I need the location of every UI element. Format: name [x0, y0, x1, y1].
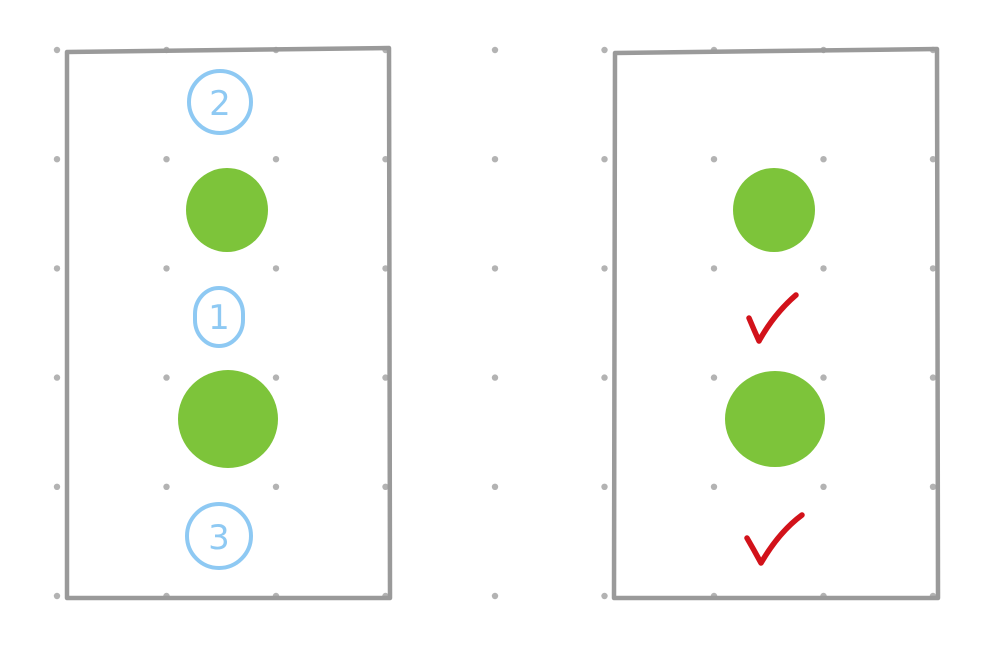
grid-dot	[601, 483, 608, 490]
green-dot-icon	[725, 371, 825, 467]
left-panel-frame	[64, 45, 393, 601]
grid-dot	[163, 374, 170, 381]
grid-dot	[601, 592, 608, 600]
circled-label-2: 2	[187, 69, 253, 135]
grid-dot	[491, 156, 499, 163]
grid-dot	[163, 483, 170, 490]
grid-dot	[710, 483, 718, 490]
right-panel-frame	[611, 46, 941, 601]
circled-label-3: 3	[185, 502, 253, 570]
grid-dot	[601, 265, 608, 272]
grid-dot	[601, 156, 608, 163]
grid-dot	[820, 483, 827, 490]
grid-dot	[382, 483, 389, 490]
grid-dot	[601, 374, 608, 381]
grid-dot	[820, 265, 827, 272]
grid-dot	[53, 374, 61, 381]
grid-dot	[163, 156, 170, 163]
grid-dot	[53, 46, 61, 54]
checkmark-icon	[744, 512, 805, 566]
label-ring	[187, 69, 253, 135]
grid-dot	[601, 46, 608, 54]
grid-dot	[820, 374, 827, 381]
green-dot-icon	[733, 168, 815, 252]
grid-dot	[491, 265, 499, 272]
grid-dot	[929, 156, 937, 163]
grid-dot	[820, 156, 827, 163]
left-panel: 2 1 3	[64, 45, 393, 601]
right-panel	[611, 46, 941, 601]
grid-dot	[272, 374, 280, 381]
grid-dot	[491, 483, 499, 490]
grid-dot	[491, 46, 499, 54]
grid-dot	[929, 483, 937, 490]
grid-dot	[53, 156, 61, 163]
circled-label-1: 1	[193, 286, 245, 348]
grid-dot	[491, 592, 499, 600]
grid-dot	[710, 265, 718, 272]
grid-dot	[272, 483, 280, 490]
grid-dot	[491, 374, 499, 381]
grid-dot	[272, 265, 280, 272]
grid-dot	[53, 483, 61, 490]
label-text: 3	[208, 518, 230, 558]
label-ring	[193, 286, 245, 348]
grid-dot	[53, 592, 61, 600]
label-text: 2	[209, 84, 231, 124]
grid-dot	[929, 265, 937, 272]
grid-dot	[929, 374, 937, 381]
grid-dot	[710, 374, 718, 381]
label-ring	[185, 502, 253, 570]
grid-dot	[382, 265, 389, 272]
grid-dot	[382, 374, 389, 381]
grid-dot	[53, 265, 61, 272]
grid-dot	[163, 265, 170, 272]
green-dot-medium	[186, 168, 268, 252]
label-text: 1	[208, 298, 230, 338]
grid-dot	[710, 156, 718, 163]
checkmark-icon	[746, 292, 799, 344]
grid-dot	[272, 156, 280, 163]
green-dot-large	[178, 370, 278, 468]
